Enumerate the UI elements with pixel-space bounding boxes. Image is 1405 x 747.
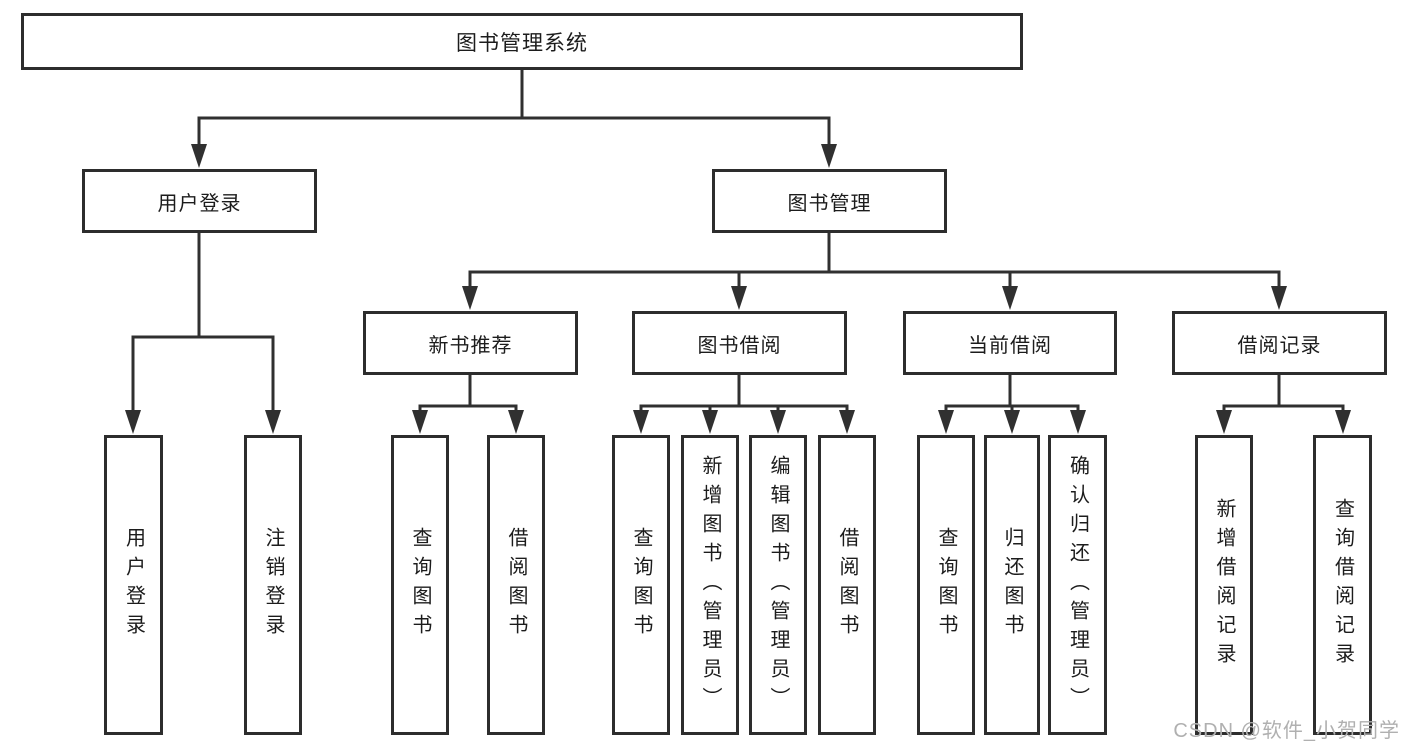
node-label: 新增图书（管理员） (699, 454, 721, 716)
leaf-add-borrow-record: 新增借阅记录 (1195, 435, 1253, 735)
node-label: 注销登录 (262, 527, 284, 643)
node-label: 查询图书 (409, 527, 431, 643)
node-user-login: 用户登录 (82, 169, 317, 233)
node-label: 查询图书 (630, 527, 652, 643)
node-label: 查询图书 (935, 527, 957, 643)
leaf-add-books-admin: 新增图书（管理员） (681, 435, 739, 735)
node-label: 编辑图书（管理员） (767, 454, 789, 716)
csdn-watermark: CSDN @软件_小贺同学 (1173, 720, 1400, 742)
leaf-borrow-books: 借阅图书 (818, 435, 876, 735)
node-label: 查询借阅记录 (1331, 498, 1354, 672)
node-borrowing-records: 借阅记录 (1172, 311, 1387, 375)
leaf-query-borrow-record: 查询借阅记录 (1313, 435, 1372, 735)
node-label: 借阅图书 (505, 527, 527, 643)
node-label: 借阅记录 (1237, 334, 1322, 357)
node-label: 归还图书 (1001, 527, 1023, 643)
node-new-book-recommendation: 新书推荐 (363, 311, 578, 375)
leaf-query-books-borrowing: 查询图书 (612, 435, 670, 735)
node-label: 用户登录 (157, 192, 242, 215)
node-label: 图书借阅 (697, 334, 782, 357)
leaf-user-login: 用户登录 (104, 435, 163, 735)
node-label: 图书管理系统 (456, 31, 588, 55)
node-label: 新书推荐 (428, 334, 513, 357)
leaf-logout: 注销登录 (244, 435, 302, 735)
node-label: 确认归还（管理员） (1066, 454, 1089, 716)
node-current-borrowing: 当前借阅 (903, 311, 1117, 375)
node-label: 用户登录 (122, 527, 145, 643)
node-label: 借阅图书 (836, 527, 858, 643)
leaf-edit-books-admin: 编辑图书（管理员） (749, 435, 807, 735)
leaf-return-books: 归还图书 (984, 435, 1040, 735)
leaf-query-books-current: 查询图书 (917, 435, 975, 735)
leaf-query-books-recommend: 查询图书 (391, 435, 449, 735)
node-label: 新增借阅记录 (1213, 498, 1235, 672)
leaf-borrow-books-recommend: 借阅图书 (487, 435, 545, 735)
node-book-management: 图书管理 (712, 169, 947, 233)
node-book-borrowing: 图书借阅 (632, 311, 847, 375)
leaf-confirm-return-admin: 确认归还（管理员） (1048, 435, 1107, 735)
node-label: 当前借阅 (968, 334, 1052, 357)
node-library-system: 图书管理系统 (21, 13, 1023, 70)
node-label: 图书管理 (787, 192, 872, 215)
